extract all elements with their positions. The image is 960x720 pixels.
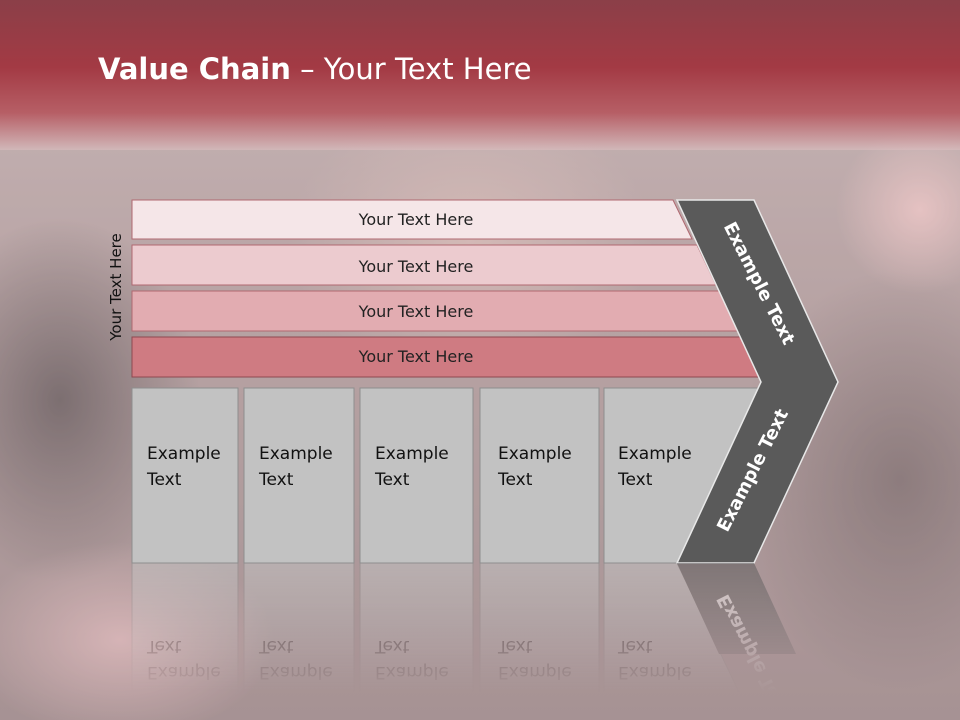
bar-2-label: Your Text Here bbox=[358, 257, 474, 276]
reflection: Example Text Example Text Example Text E… bbox=[131, 562, 796, 720]
svg-text:Example: Example bbox=[375, 662, 449, 682]
svg-text:Text: Text bbox=[497, 636, 533, 656]
box-3 bbox=[359, 387, 474, 564]
box-4 bbox=[479, 387, 600, 564]
slide-title: Value Chain – Your Text Here bbox=[98, 52, 532, 86]
title-bold: Value Chain bbox=[98, 52, 291, 86]
svg-text:Text: Text bbox=[617, 636, 653, 656]
box-2-line2: Text bbox=[258, 470, 294, 490]
box-1 bbox=[131, 387, 239, 564]
box-1-line1: Example bbox=[147, 444, 221, 464]
svg-text:Example: Example bbox=[618, 662, 692, 682]
bar-1 bbox=[131, 199, 693, 240]
bar-1-label: Your Text Here bbox=[358, 210, 474, 229]
box-3-line2: Text bbox=[374, 470, 410, 490]
svg-text:Example: Example bbox=[259, 662, 333, 682]
title-rest: – Your Text Here bbox=[290, 52, 532, 86]
title-band bbox=[0, 0, 960, 150]
box-2-line1: Example bbox=[259, 444, 333, 464]
box-3-line1: Example bbox=[375, 444, 449, 464]
svg-text:Text: Text bbox=[146, 636, 182, 656]
box-1-line2: Text bbox=[146, 470, 182, 490]
box-5-line2: Text bbox=[617, 470, 653, 490]
box-4-line1: Example bbox=[498, 444, 572, 464]
svg-text:Text: Text bbox=[258, 636, 294, 656]
svg-text:Example: Example bbox=[498, 662, 572, 682]
box-5-line1: Example bbox=[618, 444, 692, 464]
box-4-line2: Text bbox=[497, 470, 533, 490]
bar-4-label: Your Text Here bbox=[358, 347, 474, 366]
box-2 bbox=[243, 387, 355, 564]
svg-text:Example: Example bbox=[147, 662, 221, 682]
svg-text:Text: Text bbox=[374, 636, 410, 656]
bar-3-label: Your Text Here bbox=[358, 302, 474, 321]
